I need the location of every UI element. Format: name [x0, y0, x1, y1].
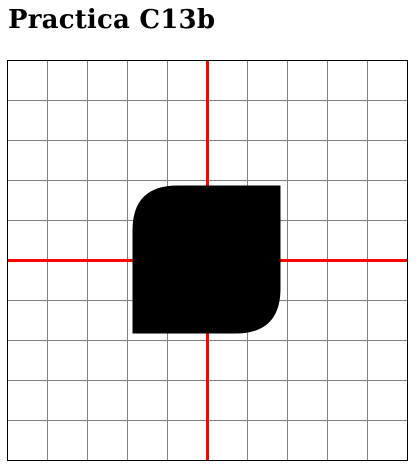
canvas-svg — [7, 60, 408, 461]
drawing-canvas — [7, 60, 408, 461]
canvas-border — [7, 60, 408, 461]
rounded-leaf-shape — [132, 185, 281, 334]
page-title: Practica C13b — [8, 5, 216, 35]
